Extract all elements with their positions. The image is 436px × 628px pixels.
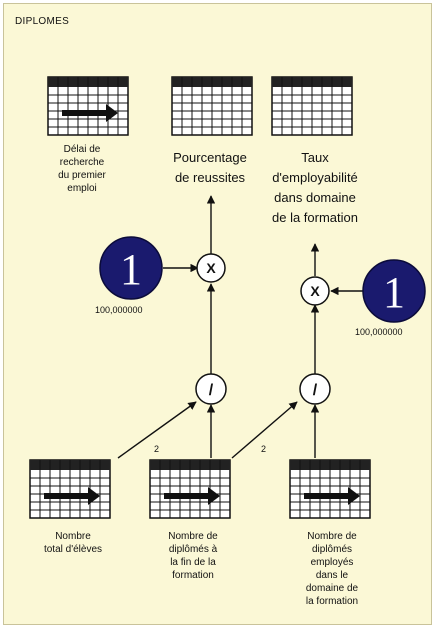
connector-arrows	[117, 195, 364, 459]
multiply-right-node: X	[300, 276, 330, 306]
label-line: Nombre de	[307, 531, 357, 542]
label-nombre-employes: Nombre de diplômés employés dans le doma…	[286, 530, 378, 608]
divide-right-node: /	[299, 373, 331, 405]
label-line: diplômés	[311, 544, 353, 555]
label-line: Pourcentage	[173, 150, 247, 165]
grid-icon-taux	[271, 76, 353, 136]
divide-left-glyph: /	[209, 382, 214, 399]
label-pourcentage: Pourcentage de reussites	[158, 148, 262, 188]
divide-left-node: /	[195, 373, 227, 405]
label-nombre-total: Nombre total d'élèves	[28, 530, 118, 556]
label-line: Délai de	[63, 144, 101, 155]
link-label-left: 2	[154, 444, 160, 454]
constant-right-value: 100,000000	[355, 327, 403, 337]
label-line: dans le	[315, 570, 349, 581]
arrow-right-icon	[348, 487, 360, 505]
multiply-right-glyph: X	[310, 283, 320, 299]
arrow-total-to-divide-left	[117, 401, 197, 459]
constant-right-glyph: 1	[383, 268, 405, 317]
arrow-right-icon	[208, 487, 220, 505]
label-line: Nombre	[55, 531, 91, 542]
label-taux: Taux d'employabilité dans domaine de la …	[256, 148, 374, 228]
grid-icon-nombre-employes	[289, 459, 371, 519]
label-line: du premier	[58, 170, 106, 181]
divide-right-glyph: /	[313, 382, 318, 399]
constant-left-node: 1	[99, 236, 163, 300]
label-line: total d'élèves	[43, 544, 103, 555]
arrow-diplomes-to-divide-right	[231, 401, 298, 459]
grid-icon-nombre-diplomes	[149, 459, 231, 519]
label-line: formation	[172, 570, 214, 581]
label-line: la formation	[305, 596, 359, 607]
grid-icon-pourcentage	[171, 76, 253, 136]
label-line: diplômés à	[168, 544, 218, 555]
label-nombre-diplomes: Nombre de diplômés à la fin de la format…	[148, 530, 238, 582]
label-line: dans domaine	[274, 190, 356, 205]
arrow-right-icon	[88, 487, 100, 505]
label-line: de la formation	[272, 210, 358, 225]
label-line: domaine de	[305, 583, 359, 594]
label-line: emploi	[67, 183, 97, 194]
link-label-right: 2	[261, 444, 267, 454]
constant-left-value: 100,000000	[95, 305, 143, 315]
grid-icon-delai	[47, 76, 129, 136]
constant-right-node: 1	[362, 259, 426, 323]
label-line: Taux	[301, 150, 329, 165]
multiply-left-node: X	[196, 253, 226, 283]
constant-left-glyph: 1	[120, 245, 142, 294]
multiply-left-glyph: X	[206, 260, 216, 276]
panel-title: DIPLOMES	[15, 16, 70, 27]
label-line: d'employabilité	[272, 170, 358, 185]
label-delai: Délai de recherche du premier emploi	[52, 143, 112, 195]
label-line: la fin de la	[170, 557, 216, 568]
label-line: recherche	[59, 157, 105, 168]
label-line: employés	[310, 557, 354, 568]
label-line: de reussites	[174, 170, 246, 185]
label-line: Nombre de	[168, 531, 218, 542]
grid-icon-nombre-total	[29, 459, 111, 519]
arrow-right-icon	[106, 104, 118, 122]
